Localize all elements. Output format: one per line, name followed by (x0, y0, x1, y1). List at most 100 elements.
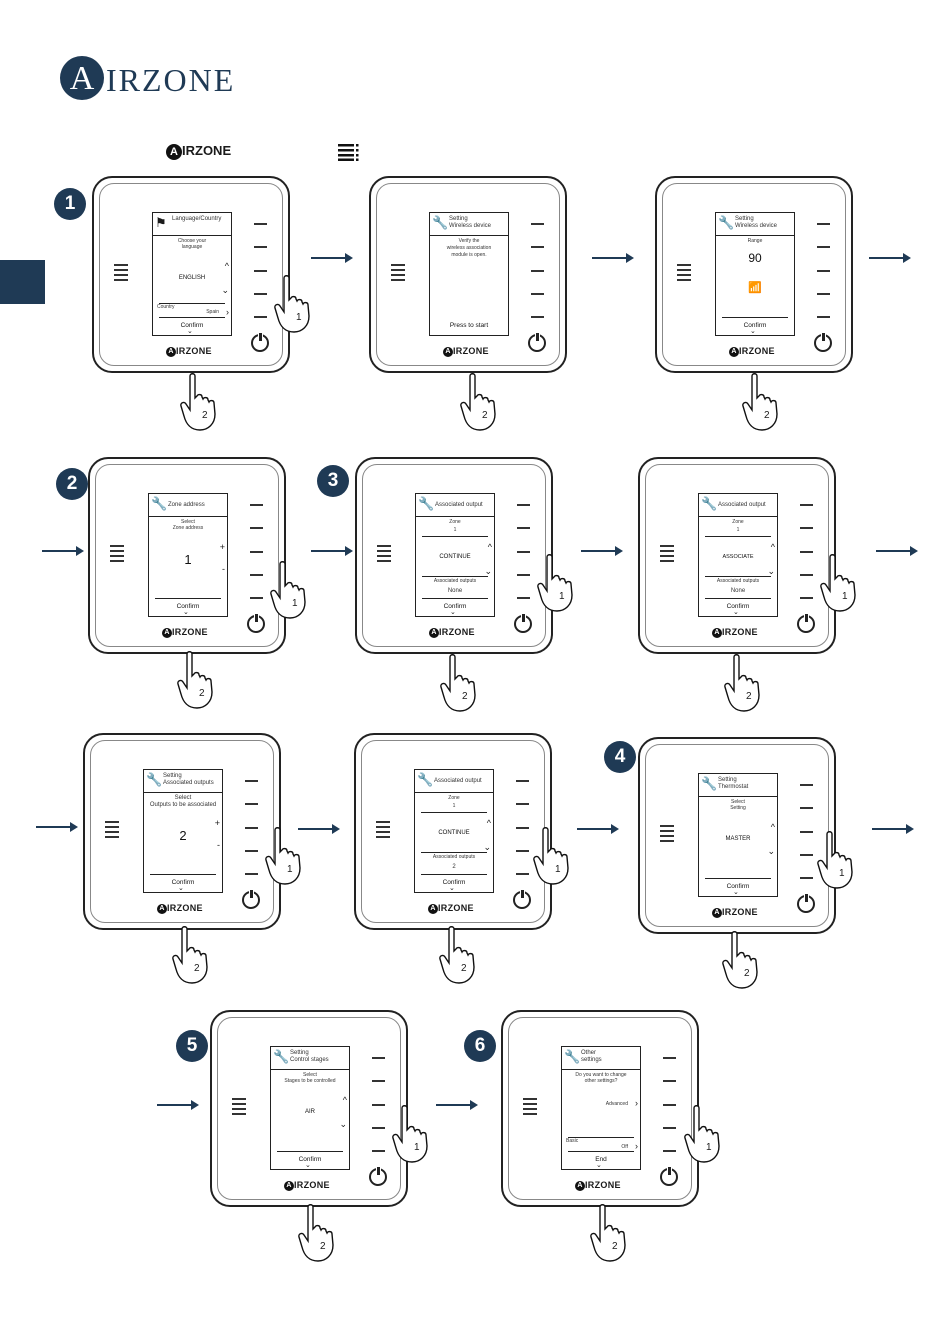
side-button[interactable] (800, 551, 813, 553)
side-button[interactable] (372, 1104, 385, 1106)
side-button[interactable] (517, 504, 530, 506)
power-icon[interactable] (528, 332, 546, 352)
side-button[interactable] (245, 850, 258, 852)
side-button[interactable] (800, 854, 813, 856)
side-button[interactable] (800, 807, 813, 809)
menu-icon[interactable] (660, 545, 678, 563)
power-icon[interactable] (797, 613, 815, 633)
side-button[interactable] (250, 574, 263, 576)
thermostat-role: MASTER (725, 836, 751, 842)
side-button[interactable] (663, 1127, 676, 1129)
minus-icon[interactable]: - (222, 564, 225, 574)
side-button[interactable] (254, 223, 267, 225)
power-icon[interactable] (242, 889, 260, 909)
side-button[interactable] (245, 803, 258, 805)
chevron-up-icon[interactable]: ^ (342, 1095, 347, 1105)
side-button[interactable] (254, 293, 267, 295)
chevron-up-icon[interactable]: ^ (487, 542, 492, 552)
side-button[interactable] (531, 270, 544, 272)
menu-icon[interactable] (377, 545, 395, 563)
plus-icon[interactable]: + (219, 542, 225, 552)
side-button[interactable] (250, 504, 263, 506)
menu-icon[interactable] (660, 825, 678, 843)
chevron-right-icon[interactable]: › (635, 1098, 638, 1108)
side-button[interactable] (372, 1127, 385, 1129)
side-button[interactable] (800, 504, 813, 506)
side-button[interactable] (663, 1104, 676, 1106)
menu-icon[interactable] (110, 545, 128, 563)
chevron-up-icon[interactable]: ^ (770, 822, 775, 832)
side-button[interactable] (800, 527, 813, 529)
side-button[interactable] (800, 831, 813, 833)
side-button[interactable] (531, 223, 544, 225)
side-button[interactable] (517, 551, 530, 553)
power-icon[interactable] (251, 332, 269, 352)
side-button[interactable] (663, 1150, 676, 1152)
side-button[interactable] (516, 850, 529, 852)
side-button[interactable] (800, 784, 813, 786)
menu-icon[interactable] (105, 821, 123, 839)
chevron-down-icon[interactable]: ⌄ (221, 285, 229, 295)
side-button[interactable] (817, 293, 830, 295)
side-button[interactable] (372, 1150, 385, 1152)
chevron-down-icon[interactable]: ⌄ (767, 566, 775, 576)
side-button[interactable] (531, 293, 544, 295)
minus-icon[interactable]: - (217, 840, 220, 850)
plus-icon[interactable]: + (214, 818, 220, 828)
power-icon[interactable] (369, 1166, 387, 1186)
side-button[interactable] (817, 270, 830, 272)
chevron-right-icon[interactable]: › (226, 307, 229, 317)
side-button[interactable] (817, 316, 830, 318)
menu-icon[interactable] (232, 1098, 250, 1116)
chevron-up-icon[interactable]: ^ (486, 818, 491, 828)
side-button[interactable] (250, 551, 263, 553)
side-button[interactable] (254, 246, 267, 248)
side-button[interactable] (663, 1080, 676, 1082)
side-button[interactable] (516, 803, 529, 805)
power-icon[interactable] (660, 1166, 678, 1186)
side-button[interactable] (517, 527, 530, 529)
chevron-up-icon[interactable]: ^ (770, 542, 775, 552)
chevron-down-icon[interactable]: ⌄ (339, 1119, 347, 1129)
power-icon[interactable] (814, 332, 832, 352)
side-button[interactable] (531, 246, 544, 248)
advanced-option[interactable]: Advanced (605, 1101, 628, 1107)
menu-icon[interactable] (114, 264, 132, 282)
power-icon[interactable] (797, 893, 815, 913)
chevron-up-icon[interactable]: ^ (224, 261, 229, 271)
side-button[interactable] (517, 574, 530, 576)
menu-icon[interactable] (523, 1098, 541, 1116)
chevron-right-icon[interactable]: › (635, 1141, 638, 1151)
chevron-down-icon[interactable]: ⌄ (767, 846, 775, 856)
side-button[interactable] (516, 873, 529, 875)
side-button[interactable] (800, 597, 813, 599)
side-button[interactable] (516, 827, 529, 829)
side-button[interactable] (800, 574, 813, 576)
side-button[interactable] (254, 270, 267, 272)
menu-icon[interactable] (376, 821, 394, 839)
power-icon[interactable] (247, 613, 265, 633)
side-button[interactable] (517, 597, 530, 599)
power-icon[interactable] (514, 613, 532, 633)
power-icon[interactable] (513, 889, 531, 909)
chevron-down-icon[interactable]: ⌄ (484, 566, 492, 576)
side-button[interactable] (372, 1080, 385, 1082)
zone-label: Zone (732, 519, 744, 525)
side-button[interactable] (250, 527, 263, 529)
side-button[interactable] (817, 246, 830, 248)
side-button[interactable] (817, 223, 830, 225)
side-button[interactable] (245, 780, 258, 782)
side-button[interactable] (254, 316, 267, 318)
flow-arrow (869, 253, 911, 263)
side-button[interactable] (372, 1057, 385, 1059)
side-button[interactable] (245, 873, 258, 875)
side-button[interactable] (516, 780, 529, 782)
chevron-down-icon[interactable]: ⌄ (483, 842, 491, 852)
side-button[interactable] (531, 316, 544, 318)
menu-icon[interactable] (677, 264, 695, 282)
side-button[interactable] (800, 877, 813, 879)
side-button[interactable] (250, 597, 263, 599)
side-button[interactable] (245, 827, 258, 829)
side-button[interactable] (663, 1057, 676, 1059)
menu-icon[interactable] (391, 264, 409, 282)
